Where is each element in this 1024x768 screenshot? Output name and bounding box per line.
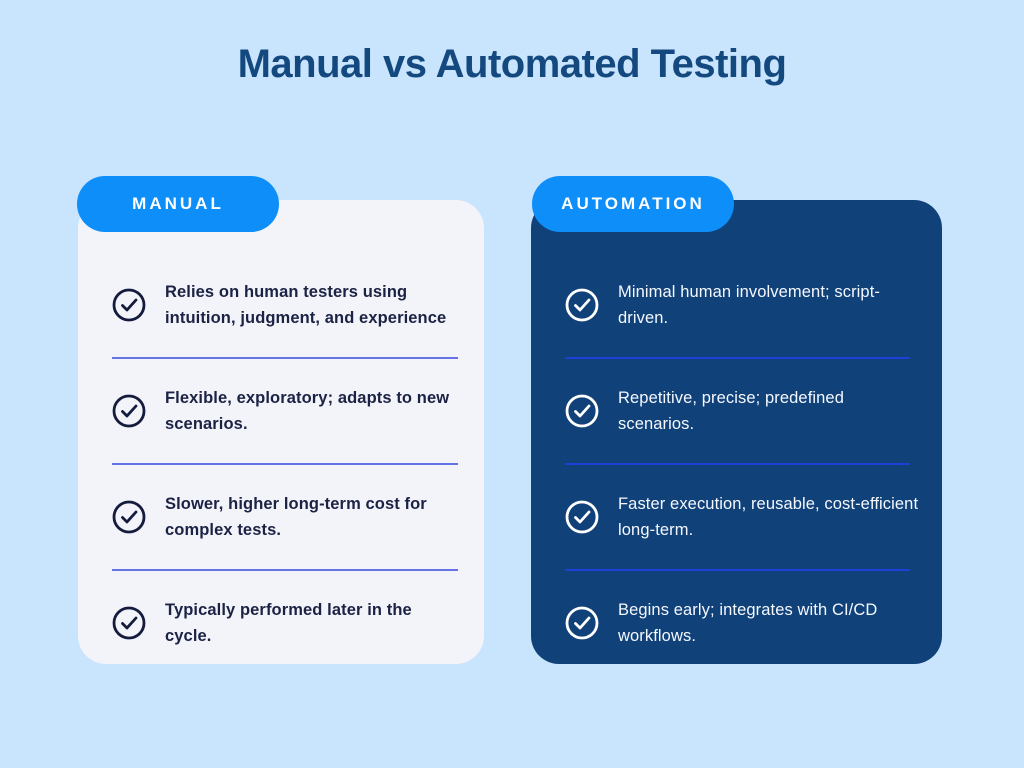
list-item: Minimal human involvement; script-driven… — [565, 279, 920, 331]
list-item: Slower, higher long-term cost for comple… — [112, 491, 462, 543]
automation-badge-label: AUTOMATION — [561, 194, 705, 213]
list-item: Flexible, exploratory; adapts to new sce… — [112, 385, 462, 437]
divider — [565, 463, 910, 465]
divider — [565, 569, 910, 571]
divider — [112, 569, 458, 571]
automation-card: AUTOMATION Minimal human involvement; sc… — [531, 176, 942, 664]
list-item: Repetitive, precise; predefined scenario… — [565, 385, 920, 437]
list-item-text: Minimal human involvement; script-driven… — [618, 283, 880, 327]
divider — [112, 463, 458, 465]
manual-card: MANUAL Relies on human testers using int… — [77, 176, 484, 664]
check-circle-icon — [565, 288, 599, 322]
list-item-text: Typically performed later in the cycle. — [165, 601, 412, 645]
check-circle-icon — [112, 606, 146, 640]
manual-badge-label: MANUAL — [132, 194, 224, 213]
list-item: Faster execution, reusable, cost-efficie… — [565, 491, 920, 543]
automation-card-body: Minimal human involvement; script-driven… — [531, 200, 942, 664]
list-item: Typically performed later in the cycle. — [112, 597, 462, 649]
list-item: Begins early; integrates with CI/CD work… — [565, 597, 920, 649]
list-item-text: Relies on human testers using intuition,… — [165, 283, 447, 327]
list-item-text: Faster execution, reusable, cost-efficie… — [618, 495, 919, 539]
manual-badge: MANUAL — [77, 176, 279, 232]
page-title: Manual vs Automated Testing — [237, 42, 787, 86]
check-circle-icon — [565, 394, 599, 428]
divider — [565, 357, 910, 359]
check-circle-icon — [565, 500, 599, 534]
list-item: Relies on human testers using intuition,… — [112, 279, 462, 331]
divider — [112, 357, 458, 359]
list-item-text: Begins early; integrates with CI/CD work… — [618, 601, 878, 645]
manual-card-body: Relies on human testers using intuition,… — [78, 200, 484, 664]
check-circle-icon — [565, 606, 599, 640]
list-item-text: Slower, higher long-term cost for comple… — [165, 495, 427, 539]
check-circle-icon — [112, 288, 146, 322]
automation-badge: AUTOMATION — [532, 176, 734, 232]
list-item-text: Repetitive, precise; predefined scenario… — [618, 389, 844, 433]
check-circle-icon — [112, 394, 146, 428]
check-circle-icon — [112, 500, 146, 534]
list-item-text: Flexible, exploratory; adapts to new sce… — [165, 389, 450, 433]
